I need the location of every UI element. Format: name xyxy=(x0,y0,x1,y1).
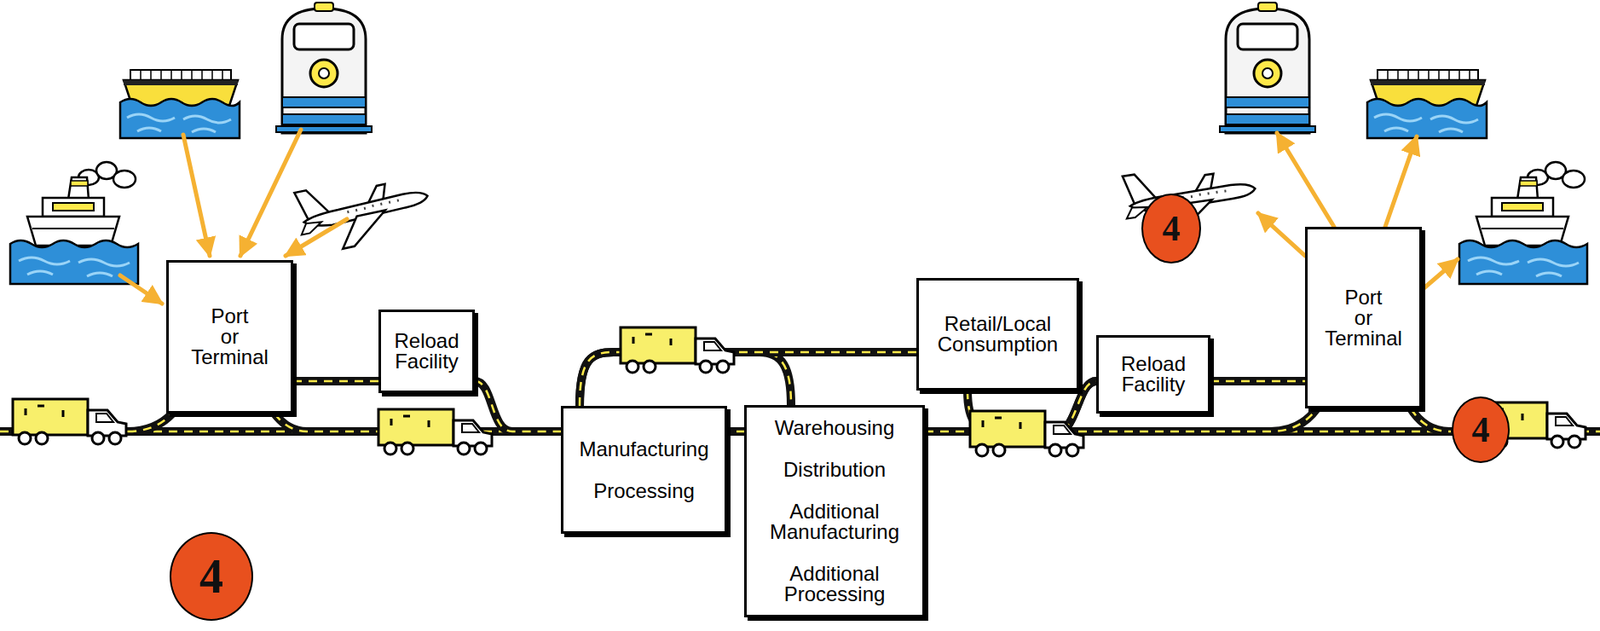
steamship-icon xyxy=(10,161,139,284)
cargo-ship-icon xyxy=(1367,69,1487,139)
road-connector xyxy=(474,381,561,432)
road-centerline xyxy=(293,380,379,383)
transfer-arrow xyxy=(1258,213,1306,256)
transfer-arrow xyxy=(1276,132,1335,227)
road-centerline xyxy=(1210,380,1306,383)
callout-number: 4 xyxy=(1141,193,1202,264)
train-icon xyxy=(276,2,372,133)
port-box: Port or Terminal xyxy=(166,259,294,414)
callout-number: 4 xyxy=(1451,396,1510,463)
process-box: ManufacturingProcessing xyxy=(560,405,728,534)
road-connector xyxy=(293,376,379,386)
road-branch xyxy=(127,413,173,432)
truck-icon xyxy=(378,409,492,455)
box-label: Port or Terminal xyxy=(190,306,269,368)
box-label: Processing xyxy=(593,480,695,502)
airplane-icon xyxy=(292,166,434,257)
truck-icon xyxy=(970,410,1084,457)
transfer-arrow xyxy=(240,129,301,256)
box-label: Additional Processing xyxy=(784,563,886,605)
road-centerline xyxy=(1410,408,1450,432)
box-label: Reload Facility xyxy=(393,330,459,372)
truck-icon xyxy=(12,398,127,445)
box-label: Retail/Local Consumption xyxy=(937,313,1058,355)
road-connector xyxy=(293,381,379,382)
transfer-arrow xyxy=(183,134,210,256)
road-connector xyxy=(474,381,561,432)
box-label: Port or Terminal xyxy=(1324,287,1403,349)
road-connector xyxy=(1210,381,1306,382)
box-label: Warehousing xyxy=(774,417,896,439)
transfer-arrow xyxy=(285,219,347,256)
cargo-ship-icon xyxy=(120,69,240,139)
warehouse-box: WarehousingDistributionAdditional Manufa… xyxy=(744,404,925,618)
train-icon xyxy=(1219,2,1316,133)
road-branch xyxy=(1410,408,1450,432)
transfer-arrow xyxy=(1385,136,1417,227)
reload-box: Reload Facility xyxy=(1096,335,1211,414)
reload-box: Reload Facility xyxy=(378,309,475,393)
road-centerline xyxy=(474,381,561,432)
road-centerline xyxy=(127,413,173,432)
truck-icon xyxy=(620,327,734,373)
steamship-icon xyxy=(1459,161,1588,284)
box-label: Manufacturing xyxy=(578,438,709,460)
box-label: Additional Manufacturing xyxy=(769,501,900,543)
retail-box: Retail/Local Consumption xyxy=(916,277,1080,391)
callout-number: 4 xyxy=(169,531,254,621)
port-box: Port or Terminal xyxy=(1305,226,1422,409)
transfer-arrow xyxy=(120,275,162,304)
road-connector xyxy=(1210,376,1306,386)
transfer-arrow xyxy=(1421,259,1458,290)
box-label: Distribution xyxy=(783,459,886,480)
box-label: Reload Facility xyxy=(1120,353,1186,395)
